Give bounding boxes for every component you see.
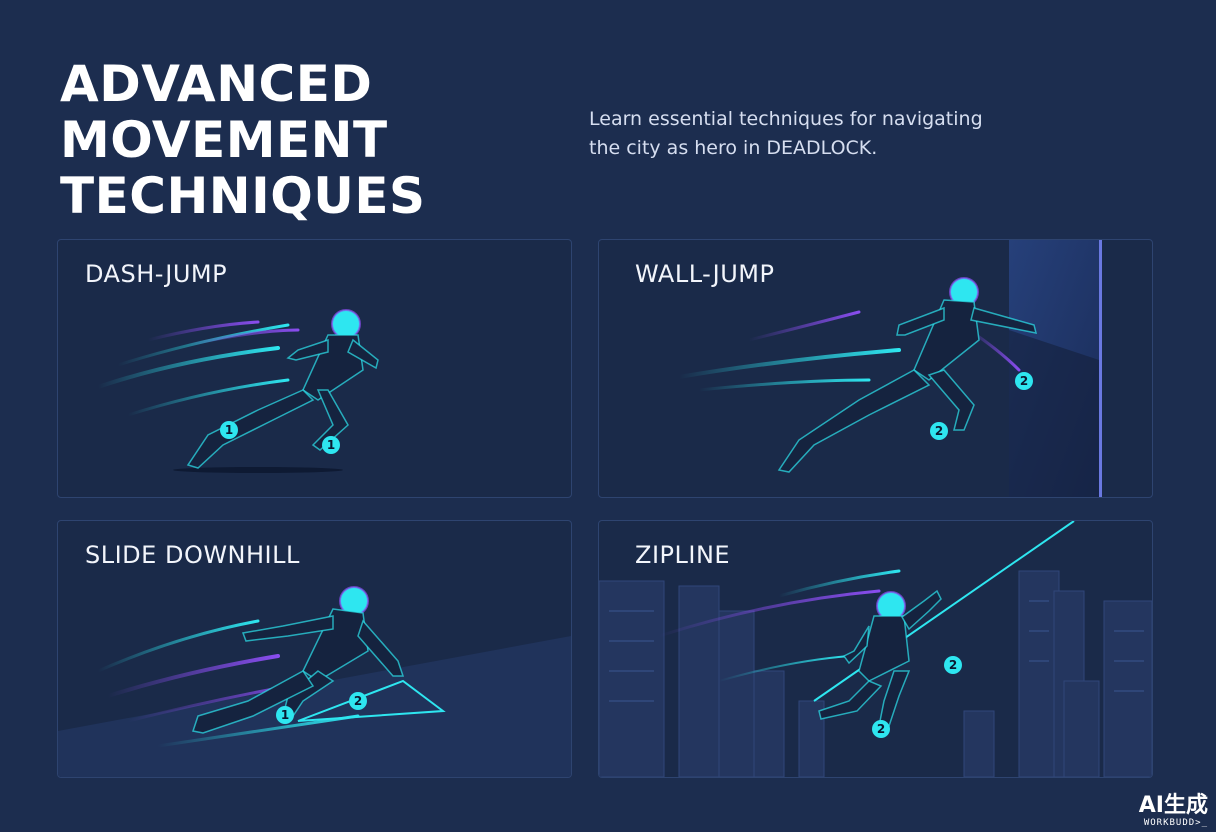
building-windows [609,600,1144,702]
speed-streak [747,310,861,342]
card-title: ZIPLINE [635,541,731,569]
marker-badge: 2 [930,422,948,440]
marker-number: 2 [354,694,362,708]
speed-streak [126,378,290,417]
marker-number: 2 [935,424,943,438]
zipline-cable [813,521,1075,702]
watermark-sub: WORKBUDD>_ [1143,818,1208,828]
zipline-illustration: 2 2 [599,521,1152,777]
runner-figure [186,309,379,469]
speed-streak [186,328,300,347]
card-title: SLIDE DOWNHILL [85,541,300,569]
marker-badge: 2 [349,692,367,710]
speed-streak [146,320,260,342]
runner-figure [192,586,405,734]
page-title: ADVANCED MOVEMENT TECHNIQUES [60,56,426,224]
card-title: DASH-JUMP [85,260,228,288]
speed-streak [106,654,280,698]
wall-jump-illustration: 2 2 [677,240,1102,497]
marker-number: 1 [281,708,289,722]
card-slide-downhill: 1 2 SLIDE DOWNHILL [57,520,572,778]
speed-streak [718,655,850,682]
marker-number: 2 [1020,374,1028,388]
marker-badge: 1 [276,706,294,724]
watermark: AI生成 WORKBUDD>_ [1138,793,1208,829]
speed-streak [697,378,871,392]
title-line: TECHNIQUES [60,167,426,225]
runner-figure [777,277,1038,473]
title-line: ADVANCED [60,55,373,113]
marker-number: 1 [225,423,233,437]
dash-jump-illustration: 1 1 [96,309,379,473]
watermark-main: AI生成 [1138,793,1208,818]
marker-badge: 2 [872,720,890,738]
speed-streak [156,714,360,748]
title-line: MOVEMENT [60,111,388,169]
marker-badge: 2 [944,656,962,674]
marker-number: 2 [877,722,885,736]
card-wall-jump: 2 2 WALL-JUMP [598,239,1153,498]
card-title: WALL-JUMP [635,260,775,288]
marker-badge: 2 [1015,372,1033,390]
speed-streak [777,569,901,598]
page-subtitle: Learn essential techniques for navigatin… [589,108,983,159]
speed-streak [657,589,881,638]
card-zipline: 2 2 ZIPLINE [598,520,1153,778]
marker-number: 2 [949,658,957,672]
slide-downhill-illustration: 1 2 [58,586,571,777]
rider-figure [818,589,942,727]
speed-streak [677,348,901,379]
marker-number: 1 [327,438,335,452]
city-skyline [599,570,1152,777]
marker-badge: 1 [220,421,238,439]
wall-shadow [1009,330,1099,497]
marker-badge: 1 [322,436,340,454]
speed-streak [96,346,280,389]
ground-shadow [173,467,343,473]
speed-streak [96,619,260,673]
card-dash-jump: 1 1 DASH-JUMP [57,239,572,498]
wall-edge [1099,240,1102,497]
